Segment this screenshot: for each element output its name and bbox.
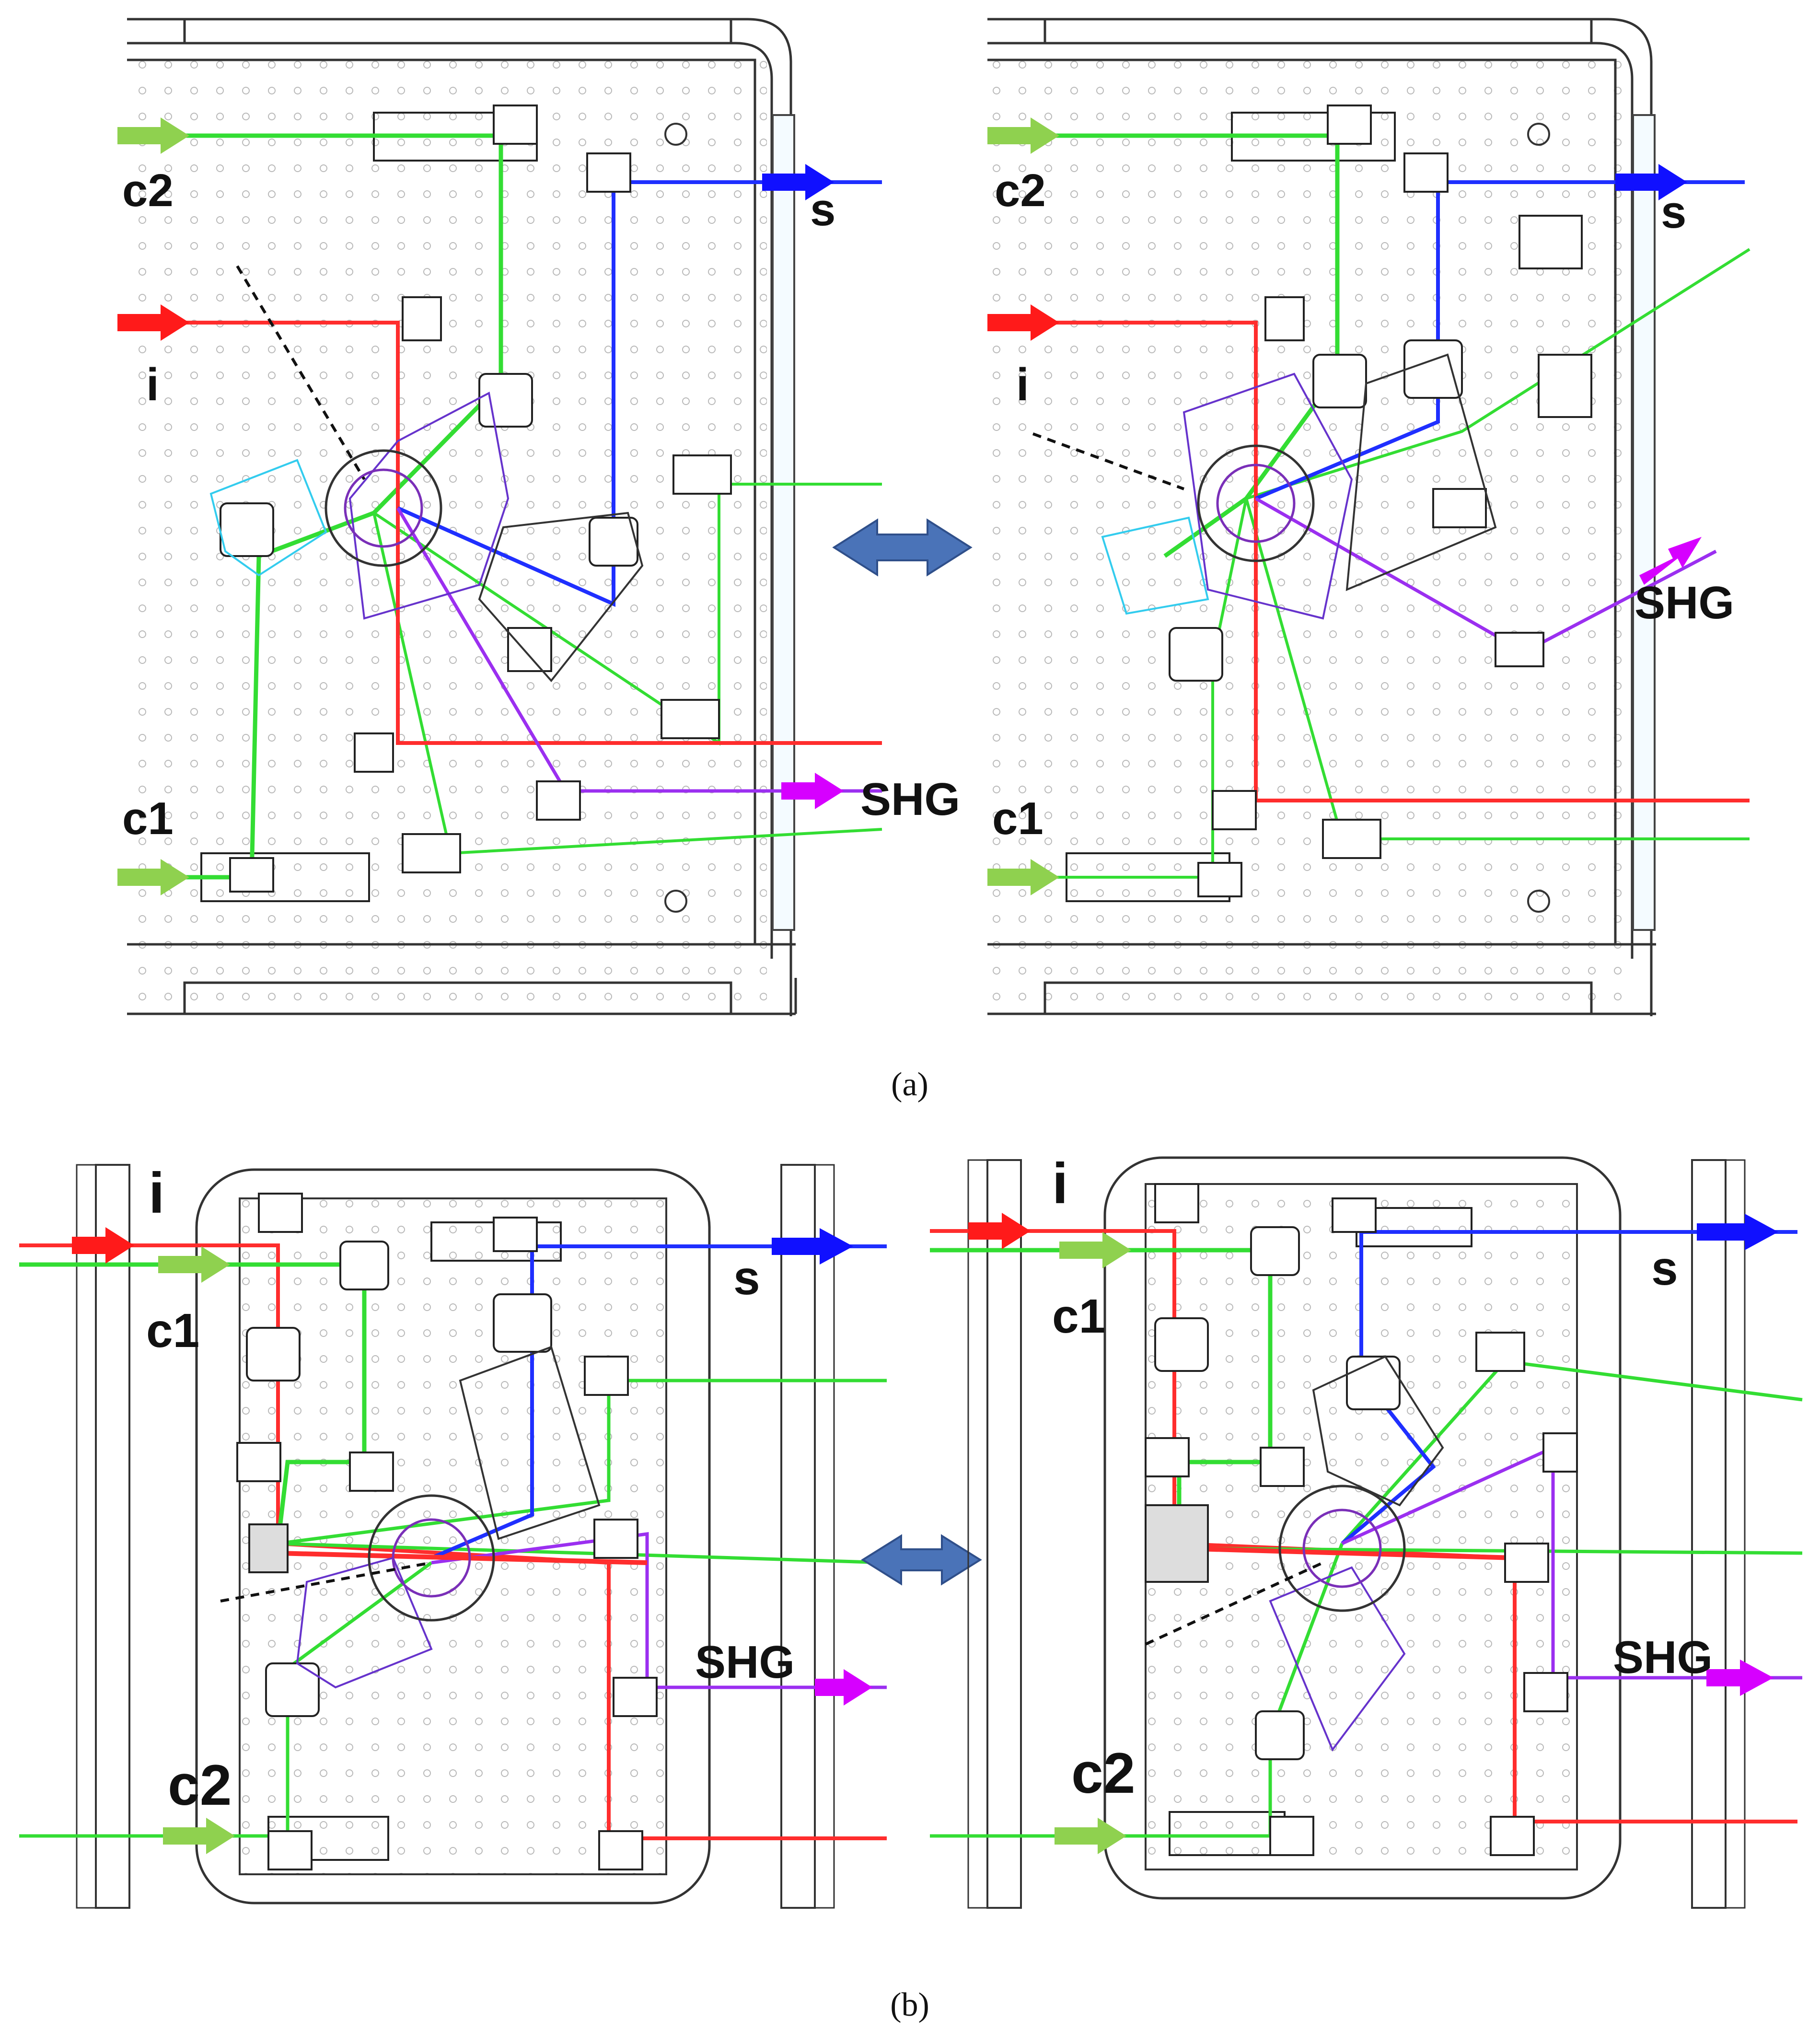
double-arrow-icon [832, 518, 973, 577]
label-c1: c1 [146, 1304, 199, 1358]
optomechanics-a-right [1032, 105, 1592, 897]
label-c2: c2 [168, 1753, 232, 1817]
beam-arrows-b-left [72, 1227, 872, 1854]
input-arrow-icon [1059, 1232, 1131, 1268]
label-i: i [146, 359, 159, 410]
input-arrow-icon [987, 304, 1059, 341]
label-shg: SHG [1613, 1632, 1713, 1683]
optomechanics-b-left [220, 1193, 658, 1870]
output-arrow-icon [762, 164, 834, 200]
input-arrow-icon [987, 859, 1059, 895]
input-arrow-icon [968, 1213, 1031, 1249]
label-c2: c2 [122, 165, 174, 216]
output-arrow-icon [1706, 1660, 1774, 1696]
panel-a-right: c2 s i c1 SHG [987, 18, 1750, 1016]
panel-a-left: c2 s i c1 SHG [117, 18, 960, 1016]
input-arrow-icon [72, 1227, 134, 1264]
label-s: s [1651, 1242, 1678, 1295]
caption-a: (a) [891, 1066, 928, 1103]
input-arrow-icon [117, 859, 189, 895]
label-shg: SHG [860, 774, 960, 825]
label-shg: SHG [1635, 577, 1734, 628]
optomechanics-b-right [1145, 1183, 1578, 1856]
output-arrow-icon [1639, 537, 1702, 585]
output-arrow-icon [781, 773, 844, 809]
label-c2: c2 [995, 165, 1046, 216]
label-c2: c2 [1071, 1741, 1135, 1805]
input-arrow-icon [117, 304, 189, 341]
output-arrow-icon [772, 1228, 853, 1265]
label-s: s [1661, 186, 1686, 238]
output-arrow-icon [1697, 1214, 1778, 1250]
input-arrow-icon [163, 1818, 235, 1854]
beam-arrows-a-right [987, 117, 1702, 895]
beam-arrows-a-left [117, 117, 844, 895]
label-s: s [810, 184, 835, 235]
input-arrow-icon [117, 117, 189, 154]
input-arrow-icon [987, 117, 1059, 154]
output-arrow-icon [1615, 164, 1687, 200]
optomechanics-a-left [209, 105, 732, 893]
beam-arrows-b-right [968, 1213, 1778, 1854]
label-i: i [1016, 359, 1029, 410]
panel-b-right: i c1 s SHG c2 [930, 1151, 1803, 1909]
label-c1: c1 [992, 793, 1043, 844]
input-arrow-icon [1055, 1818, 1126, 1854]
caption-b: (b) [890, 1986, 929, 2023]
label-i: i [1052, 1151, 1068, 1216]
double-arrow-icon [861, 1534, 982, 1586]
panel-b-left: i c1 s SHG c2 [19, 1161, 887, 1909]
label-c1: c1 [1052, 1289, 1105, 1343]
output-arrow-icon [815, 1669, 872, 1706]
label-i: i [149, 1161, 164, 1225]
label-s: s [733, 1251, 760, 1305]
label-shg: SHG [695, 1637, 795, 1688]
label-c1: c1 [122, 793, 174, 844]
input-arrow-icon [158, 1246, 230, 1283]
